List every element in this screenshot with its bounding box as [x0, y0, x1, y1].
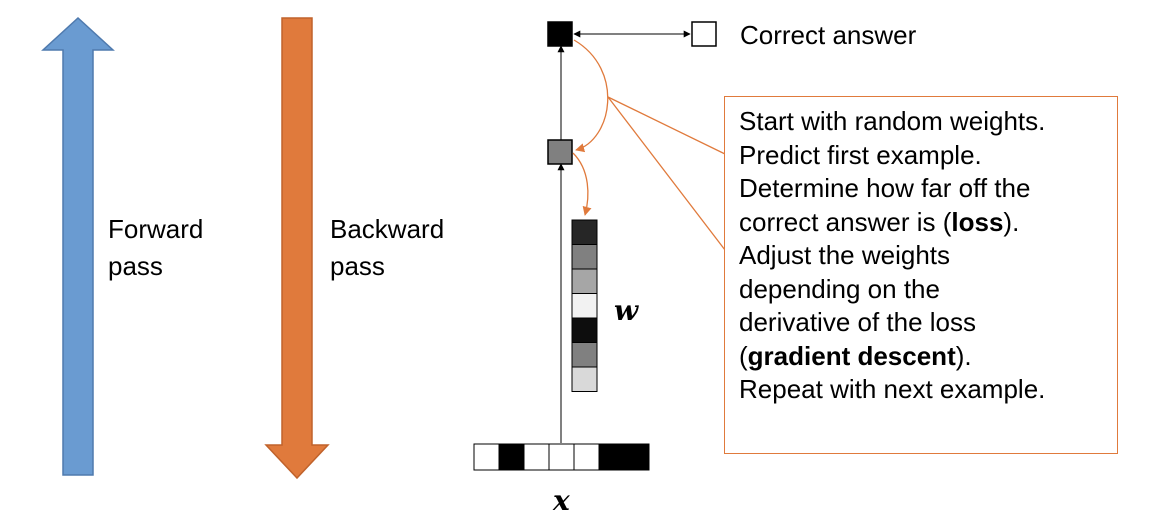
- input-symbol: x: [552, 484, 570, 517]
- backward-pass-label-line1: Backward: [330, 214, 444, 244]
- note-line-7: derivative of the loss: [739, 307, 977, 337]
- weight-cell: [571, 268, 598, 294]
- gradient-descent-term: gradient descent: [747, 340, 956, 371]
- note-line-4: correct answer is (loss).: [739, 206, 1020, 237]
- forward-pass-label-line1: Forward: [108, 214, 203, 244]
- note-line-8: (gradient descent).: [739, 340, 972, 371]
- feedback-curve-hidden-to-weights: [572, 152, 592, 216]
- weight-cell: [571, 293, 598, 319]
- weight-cell: [571, 317, 598, 343]
- forward-pass-label-line2: pass: [108, 251, 163, 281]
- weight-cell: [571, 366, 598, 392]
- explanation-note: Start with random weights. Predict first…: [724, 96, 1118, 454]
- input-cell: [523, 443, 550, 471]
- backward-pass-arrow: [264, 17, 330, 480]
- weights-vector: [571, 219, 598, 392]
- note-line-3: Determine how far off the: [739, 173, 1031, 203]
- input-cell: [548, 443, 575, 471]
- loss-term: loss: [951, 206, 1004, 237]
- note-line-6: depending on the: [739, 273, 940, 304]
- note-line-2: Predict first example.: [739, 139, 982, 170]
- note-line-9: Repeat with next example.: [739, 374, 1046, 404]
- weight-cell: [571, 342, 598, 368]
- feedback-curve-output-to-hidden: [573, 39, 609, 153]
- weights-symbol: w: [614, 294, 639, 327]
- hidden-node: [547, 139, 573, 165]
- note-callout-line-bottom: [607, 96, 726, 251]
- correct-answer-node: [691, 21, 717, 47]
- backward-pass-label-line2: pass: [330, 251, 385, 281]
- weight-cell: [571, 244, 598, 270]
- note-callout-line-top: [607, 96, 726, 155]
- correct-answer-label: Correct answer: [740, 20, 917, 50]
- input-vector: [473, 443, 650, 471]
- note-line-5: Adjust the weights: [739, 240, 951, 270]
- input-cell: [573, 443, 600, 471]
- input-cell: [473, 443, 500, 471]
- input-cell: [598, 443, 625, 471]
- note-line-1: Start with random weights.: [739, 106, 1046, 136]
- forward-pass-arrow: [41, 16, 115, 476]
- input-cell: [498, 443, 525, 471]
- weight-cell: [571, 219, 598, 245]
- input-cell: [623, 443, 650, 471]
- output-node: [547, 21, 573, 47]
